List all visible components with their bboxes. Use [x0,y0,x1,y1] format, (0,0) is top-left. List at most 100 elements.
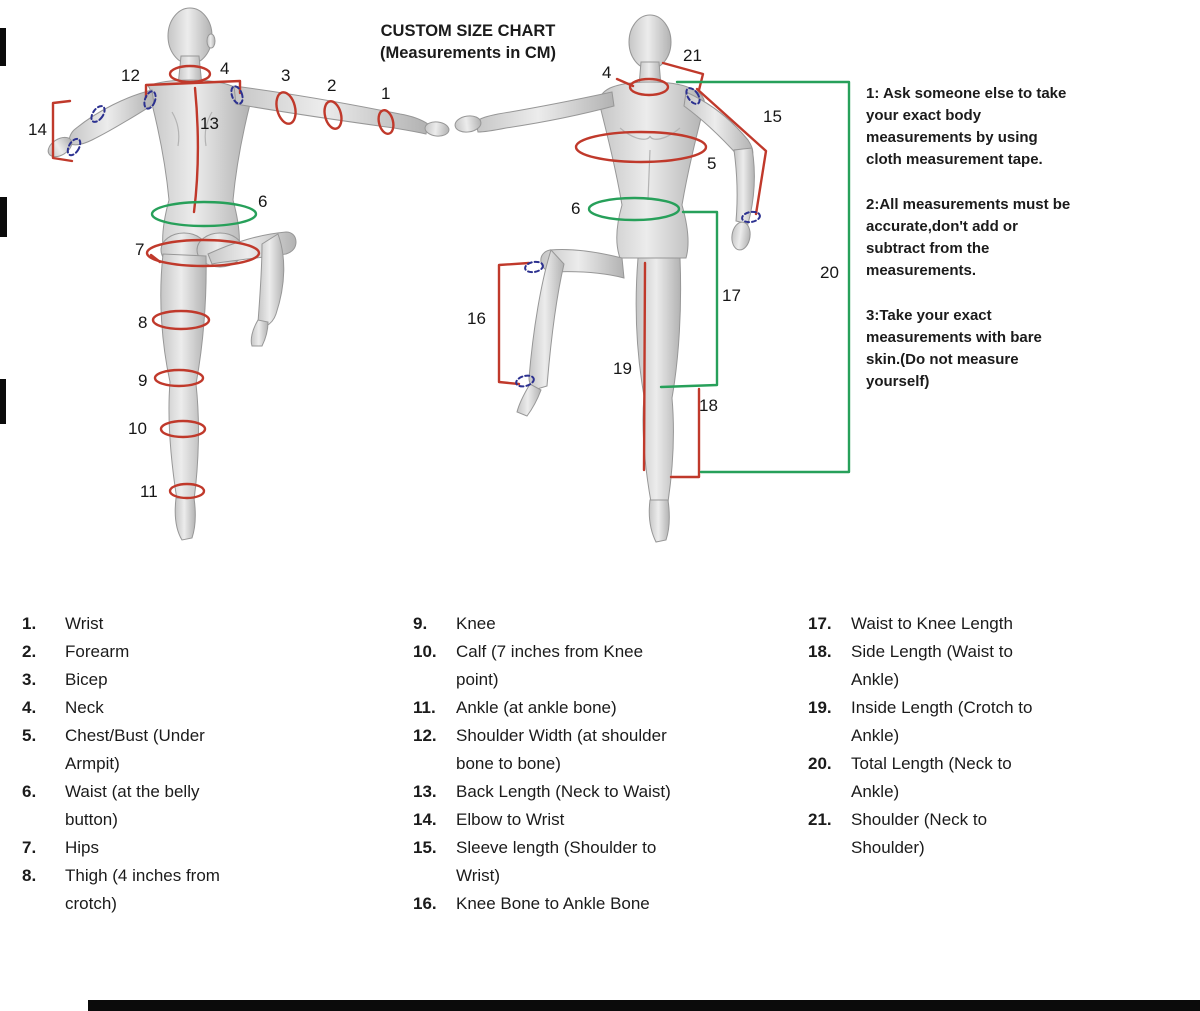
legend-item-number: 21. [808,810,832,829]
legend-item-label: Hips [65,838,100,857]
scan-artifact [0,197,7,237]
mark-7-hips [145,238,261,268]
legend-item: 9.Knee [413,610,671,638]
mark-5-chest [574,130,708,164]
mark-13-back-length [192,86,200,214]
legend-item-label: Knee [456,614,496,633]
legend-item-number: 13. [413,782,437,801]
chart-title-block: CUSTOM SIZE CHART (Measurements in CM) [352,20,584,64]
legend-item-number: 10. [413,642,437,661]
measurement-number-label: 17 [722,286,741,305]
mark-6-waist-front [587,196,681,222]
legend-item: 2.Forearm [22,638,254,666]
legend-item: 14.Elbow to Wrist [413,806,671,834]
measurement-number-label: 14 [28,120,47,139]
legend-item-label: Forearm [65,642,130,661]
legend-item-number: 7. [22,838,37,857]
measurement-number-label: 9 [138,371,147,390]
legend-item: 16. Knee Bone to Ankle Bone [413,890,671,918]
legend-item-label: Sleeve length (Shoulder to Wrist) [456,838,657,885]
measurement-number-label: 5 [707,154,716,173]
mark-21-shoulder [661,61,705,92]
legend-item-label: Shoulder Width (at shoulder bone to bone… [456,726,667,773]
legend-item-label: Neck [65,698,104,717]
measurement-number-label: 21 [683,46,702,65]
legend-item-label: Knee Bone to Ankle Bone [456,894,650,913]
mark-15-sleeve-length [695,87,768,216]
measurement-number-label: 4 [602,63,611,82]
mark-16-knee-to-ankle [497,261,531,386]
legend-item-number: 3. [22,670,37,689]
mark-12-shoulder-width [144,79,242,99]
mark-2-forearm [323,100,343,130]
legend-item: 4. Neck [22,694,254,722]
mark-18-side-length [669,387,701,479]
legend-item-number: 18. [808,642,832,661]
measurement-number-label: 18 [699,396,718,415]
legend-item: 10. Calf (7 inches from Knee point) [413,638,671,694]
mark-knee-dashed [524,260,544,274]
mark-shoulder-dashed-front [685,87,701,105]
legend-item-label: Side Length (Waist to Ankle) [851,642,1013,689]
mark-1-wrist [377,109,395,135]
mark-10-calf [159,419,207,439]
legend-item-number: 8. [22,866,37,885]
measurement-number-label: 15 [763,107,782,126]
front-view-measurement-marks [497,61,851,479]
legend-item-label: Calf (7 inches from Knee point) [456,642,644,689]
mannequin-back-view [47,7,450,541]
legend-item-label: Thigh (4 inches from crotch) [65,866,220,913]
legend-item-number: 4. [22,698,37,717]
back-view-measurement-marks [51,64,395,500]
legend-item-number: 12. [413,726,437,745]
legend-item: 19.Inside Length (Crotch to Ankle) [808,694,1050,750]
mark-wrist-dashed-front [741,210,761,224]
mark-4-neck-front [628,77,670,97]
measurement-number-label: 12 [121,66,140,85]
legend-item-number: 1. [22,614,37,633]
instruction-paragraph: 2:All measurements must be accurate,don'… [866,196,1071,279]
legend-item-number: 17. [808,614,832,633]
mannequin-front-view [454,14,755,543]
measurement-number-label: 13 [200,114,219,133]
legend-item: 20.Total Length (Neck to Ankle) [808,750,1050,806]
measurement-number-label: 6 [571,199,580,218]
legend-item-number: 16. [413,894,437,913]
measurement-number-label: 10 [128,419,147,438]
legend-col-3: 17. Waist to Knee Length 18. Side Length (W… [808,610,1050,862]
measurement-number-label: 3 [281,66,290,85]
mark-19-inside-length [642,261,647,472]
legend-item: 7. Hips [22,834,254,862]
legend-item-number: 14. [413,810,437,829]
scan-artifact [0,379,6,424]
measurement-number-label: 19 [613,359,632,378]
legend-item: 6.Waist (at the belly button) [22,778,254,834]
mark-14-elbow-to-wrist [51,99,74,163]
mark-4-pointer [615,77,635,88]
mark-17-waist-to-knee [659,210,719,389]
scan-artifact [88,1000,1200,1011]
chart-subtitle: (Measurements in CM) [379,44,557,62]
mark-8-thigh [151,309,211,331]
legend-item: 21. Shoulder (Neck to Shoulder) [808,806,1050,862]
legend-item: 3.Bicep [22,666,254,694]
legend-col-2: 9.Knee 10. Calf (7 inches from Knee point)… [413,610,671,918]
legend-item-label: Waist to Knee Length [851,614,1013,633]
legend-item-label: Back Length (Neck to Waist) [456,782,671,801]
legend-item: 15.Sleeve length (Shoulder to Wrist) [413,834,671,890]
measurement-number-label: 20 [820,263,839,282]
legend-item-label: Inside Length (Crotch to Ankle) [851,698,1033,745]
mark-20-total-length [675,80,851,474]
measurement-number-label: 6 [258,192,267,211]
legend-item-label: Total Length (Neck to Ankle) [851,754,1012,801]
legend-item-label: Shoulder (Neck to Shoulder) [851,810,988,857]
mark-elbow-dashed [90,105,106,123]
legend-item: 13. Back Length (Neck to Waist) [413,778,671,806]
legend-item: 18. Side Length (Waist to Ankle) [808,638,1050,694]
mark-ankle-dashed [515,374,535,388]
legend-item-number: 11. [413,698,436,717]
